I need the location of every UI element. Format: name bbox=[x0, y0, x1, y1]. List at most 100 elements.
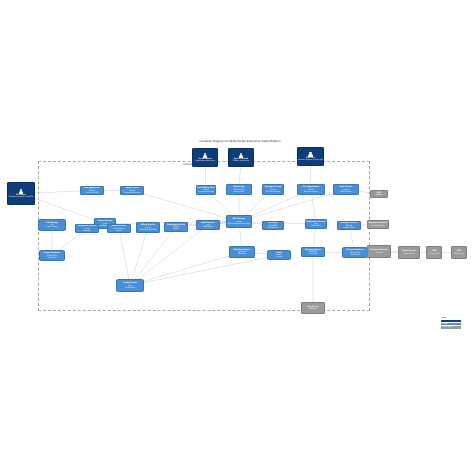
container-workflow-engine[interactable]: Workflow Engine[Camunda]Workflows bbox=[229, 246, 255, 258]
node-description: External analytics bbox=[371, 224, 385, 227]
node-description: Tenant management bbox=[97, 224, 113, 227]
node-name: Developer bbox=[15, 194, 27, 197]
container-api-gateway[interactable]: API Gateway[Kong]API management and rout… bbox=[226, 215, 252, 228]
node-technology: [Java] bbox=[145, 226, 151, 229]
node-name: API Docs bbox=[268, 222, 278, 225]
node-technology: [React] bbox=[203, 189, 209, 192]
person-icon bbox=[238, 152, 244, 158]
node-name: API Gateway bbox=[232, 218, 246, 221]
node-name: Developer Portal bbox=[264, 186, 282, 189]
node-description: Messaging bbox=[308, 253, 318, 256]
node-technology: [Go] bbox=[206, 224, 210, 227]
node-name: Analytics Platform bbox=[368, 222, 388, 225]
node-technology: [S3] bbox=[50, 224, 54, 227]
node-name: Monitoring bbox=[307, 305, 319, 308]
container-tenant-db[interactable]: Tenant Database[PostgreSQL]Tenant data bbox=[39, 250, 65, 261]
container-reporting-service[interactable]: Reporting Service[Python]Reports bbox=[164, 222, 188, 232]
person-icon bbox=[308, 151, 314, 157]
node-name: Billing Service bbox=[140, 224, 156, 227]
container-audit-service[interactable]: Audit Service[Go]Audit logging bbox=[196, 220, 220, 230]
relationship-edge bbox=[118, 228, 131, 286]
container-web-app[interactable]: Web Application[React]Delivers the SPA bbox=[80, 186, 104, 195]
node-name: CRM bbox=[431, 250, 437, 253]
node-name: Payment Gateway bbox=[370, 249, 388, 252]
container-search-service[interactable]: Search Service[Elasticsearch]Search bbox=[107, 224, 131, 233]
node-name: Email Service bbox=[402, 250, 416, 253]
node-technology: [Python] bbox=[172, 226, 180, 229]
node-technology: [Node.js] bbox=[342, 188, 350, 191]
legend-item-container: container bbox=[441, 322, 461, 326]
container-auth-service[interactable]: Auth Service[Node.js]Authentication bbox=[333, 184, 359, 195]
container-user-app[interactable]: User Application[React]Main user interfa… bbox=[297, 184, 325, 195]
node-description: Email delivery bbox=[403, 252, 415, 255]
node-technology: [React] bbox=[308, 188, 314, 191]
node-technology: [React Native] bbox=[233, 188, 245, 191]
node-name: SSO bbox=[376, 191, 382, 194]
node-name: Cache bbox=[275, 251, 283, 254]
node-name: System Admin bbox=[233, 158, 249, 161]
container-billing-service[interactable]: Billing Service[Java]Subscription and bi… bbox=[136, 222, 160, 233]
node-description: Platform administrator bbox=[232, 160, 250, 163]
node-name: Audit Service bbox=[201, 221, 215, 224]
node-technology: [Go] bbox=[314, 223, 318, 226]
person-icon bbox=[202, 152, 208, 158]
container-message-queue[interactable]: Message Queue[RabbitMQ]Messaging bbox=[301, 247, 325, 257]
node-name: Integration Service bbox=[77, 225, 97, 228]
node-technology: [RabbitMQ] bbox=[308, 251, 318, 254]
container-file-storage[interactable]: File Storage[S3]Object storage bbox=[38, 219, 66, 231]
node-description: Integration bbox=[83, 229, 91, 232]
node-description: Tenant data bbox=[350, 253, 360, 256]
container-admin-portal[interactable]: Admin Portal[React]Platform administrati… bbox=[120, 186, 144, 195]
node-name: Tenant Admin bbox=[198, 158, 212, 161]
node-technology: [PostgreSQL] bbox=[349, 251, 361, 254]
person-icon bbox=[18, 188, 24, 194]
node-technology: [React] bbox=[89, 189, 95, 192]
node-name: Config Service bbox=[122, 282, 138, 285]
node-technology: [Python] bbox=[345, 224, 353, 227]
relationship-edge bbox=[129, 251, 243, 286]
node-description: Usage analytics bbox=[343, 226, 355, 229]
node-description: Authentication bbox=[340, 190, 352, 193]
node-description: API reference bbox=[267, 226, 279, 229]
node-technology: [OpenAPI] bbox=[269, 224, 277, 227]
container-notification-service[interactable]: Notification Service[Go]Notifications bbox=[305, 219, 327, 229]
node-name: Primary Database bbox=[346, 249, 364, 252]
node-technology: [React] bbox=[129, 189, 135, 192]
container-analytics-service[interactable]: Analytics Service[Python]Usage analytics bbox=[337, 221, 361, 230]
container-integration-service[interactable]: Integration Service[Java]Integration bbox=[75, 224, 99, 233]
node-name: Workflow Engine bbox=[233, 248, 251, 251]
container-dev-portal[interactable]: Developer Portal[React]API documentation bbox=[262, 184, 284, 195]
person-end-user[interactable]: End UserOrganization employee using the … bbox=[297, 147, 324, 166]
node-name: End User bbox=[305, 157, 316, 160]
node-technology: [Elasticsearch] bbox=[113, 227, 125, 230]
node-description: Search bbox=[116, 229, 122, 232]
node-description: Monitoring bbox=[309, 308, 317, 311]
container-config-service[interactable]: Config Service[Go]Configuration bbox=[116, 279, 144, 292]
container-mobile-app[interactable]: Mobile App[React Native]Mobile access bbox=[226, 184, 252, 195]
container-tenant-service[interactable]: Tenant Service[Java]Tenant management bbox=[94, 218, 116, 229]
container-primary-db[interactable]: Primary Database[PostgreSQL]Tenant data bbox=[342, 247, 368, 258]
node-description: Notifications bbox=[311, 225, 321, 228]
relationship-edge bbox=[20, 193, 106, 224]
node-name: Message Queue bbox=[305, 248, 321, 251]
node-technology: [React] bbox=[270, 188, 276, 191]
node-technology: [Redis] bbox=[276, 254, 282, 257]
container-api-docs[interactable]: API Docs[OpenAPI]API reference bbox=[262, 221, 284, 230]
node-description: Caching bbox=[275, 256, 283, 259]
node-name: Tenant Admin Portal bbox=[196, 186, 216, 189]
container-tenant-admin-portal[interactable]: Tenant Admin Portal[React]Tenant adminis… bbox=[196, 185, 216, 195]
relationship-edge bbox=[129, 227, 149, 286]
node-description: Main user interface bbox=[303, 190, 319, 193]
container-cache[interactable]: Cache[Redis]Caching bbox=[267, 250, 291, 260]
node-name: Analytics Service bbox=[340, 222, 358, 225]
